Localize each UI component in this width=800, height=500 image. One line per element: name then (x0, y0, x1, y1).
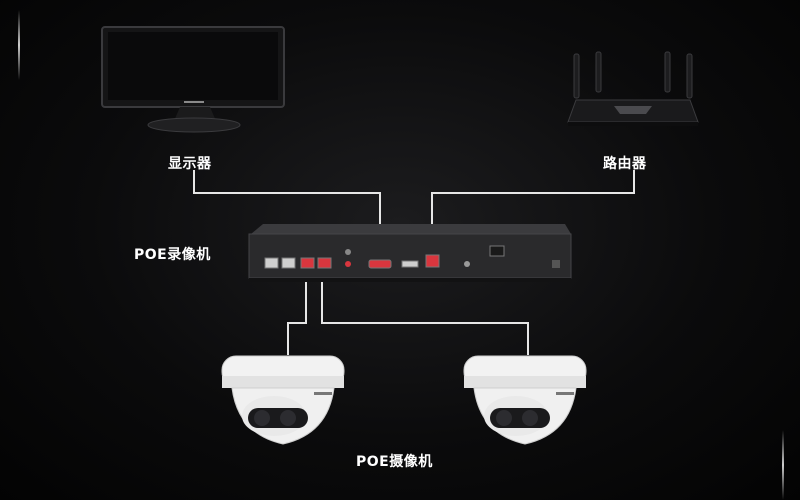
nvr-label: POE录像机 (134, 247, 211, 263)
dome-camera-icon (463, 355, 587, 445)
light-glint-left (18, 10, 20, 80)
monitor-label: 显示器 (168, 156, 212, 172)
router-label: 路由器 (603, 156, 647, 172)
wire-nvr-camera-left (287, 268, 307, 355)
light-glint-right (782, 430, 784, 500)
router-icon (567, 51, 699, 126)
nvr-icon (248, 224, 572, 282)
dome-camera-icon (221, 355, 345, 445)
monitor-icon (101, 26, 285, 133)
wire-nvr-camera-right (321, 268, 529, 355)
wire-router-nvr (431, 170, 635, 254)
camera-label: POE摄像机 (356, 454, 433, 470)
